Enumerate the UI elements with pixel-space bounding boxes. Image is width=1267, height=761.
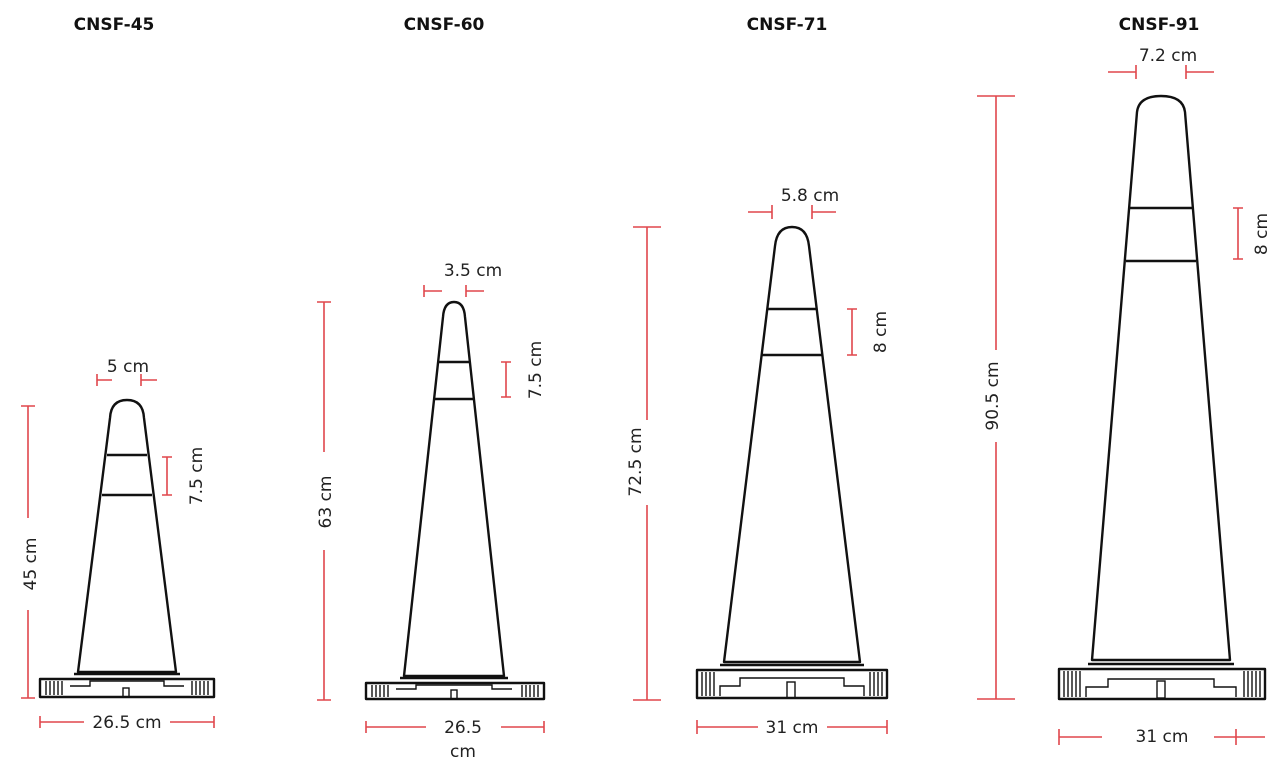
label-top-width-cnsf-71: 5.8 cm bbox=[781, 186, 839, 206]
cone-base-cnsf-91 bbox=[1057, 667, 1267, 701]
label-band-height-cnsf-45: 7.5 cm bbox=[187, 447, 207, 505]
label-top-width-cnsf-91: 7.2 cm bbox=[1139, 46, 1197, 66]
label-band-height-cnsf-60: 7.5 cm bbox=[526, 341, 546, 399]
dim-total-height-cnsf-91 bbox=[977, 95, 1015, 700]
cone-body-cnsf-91 bbox=[1090, 94, 1232, 662]
dim-base-width-cnsf-45 bbox=[39, 716, 215, 728]
dim-band-height-cnsf-71 bbox=[847, 308, 857, 356]
label-total-height-cnsf-71: 72.5 cm bbox=[626, 427, 646, 496]
label-total-height-cnsf-45: 45 cm bbox=[21, 538, 41, 591]
dim-base-width-cnsf-71 bbox=[696, 720, 888, 734]
dim-total-height-cnsf-71 bbox=[633, 226, 661, 701]
cone-cnsf-91: CNSF-91 7.2 cm 8 cm 90.5 cm 31 cm bbox=[977, 15, 1267, 747]
label-total-height-cnsf-60: 63 cm bbox=[316, 476, 336, 529]
label-base-width-cnsf-71: 31 cm bbox=[766, 718, 819, 738]
cone-cnsf-60: CNSF-60 3.5 cm 7.5 cm 63 cm 26.5 cm bbox=[316, 15, 546, 761]
model-title-cnsf-45: CNSF-45 bbox=[74, 15, 155, 35]
dim-band-height-cnsf-91 bbox=[1233, 207, 1243, 260]
cone-body-cnsf-45 bbox=[76, 398, 178, 674]
label-top-width-cnsf-60: 3.5 cm bbox=[444, 261, 502, 281]
label-base-width-cnsf-91: 31 cm bbox=[1136, 727, 1189, 747]
cone-cnsf-71: CNSF-71 5.8 cm 8 cm 72.5 cm 31 cm bbox=[626, 15, 891, 738]
dim-band-height-cnsf-60 bbox=[501, 361, 511, 398]
cone-body-cnsf-60 bbox=[402, 300, 506, 678]
label-top-width-cnsf-45: 5 cm bbox=[107, 357, 149, 377]
dim-top-width-cnsf-71 bbox=[748, 205, 836, 219]
dim-top-width-cnsf-91 bbox=[1108, 65, 1214, 79]
cone-cnsf-45: CNSF-45 5 cm 7.5 cm 45 cm 26.5 cm bbox=[21, 15, 216, 733]
model-title-cnsf-71: CNSF-71 bbox=[747, 15, 828, 35]
label-band-height-cnsf-71: 8 cm bbox=[871, 311, 891, 353]
cone-base-cnsf-71 bbox=[695, 668, 889, 700]
dim-base-width-cnsf-60 bbox=[365, 721, 545, 733]
label-total-height-cnsf-91: 90.5 cm bbox=[983, 361, 1003, 430]
cone-body-cnsf-71 bbox=[722, 225, 862, 664]
label-base-width-cnsf-60-line1: 26.5 bbox=[444, 718, 482, 738]
dim-total-height-cnsf-45 bbox=[21, 405, 35, 699]
dim-base-width-cnsf-91 bbox=[1058, 729, 1265, 745]
model-title-cnsf-91: CNSF-91 bbox=[1119, 15, 1200, 35]
dim-band-height-cnsf-45 bbox=[162, 456, 172, 496]
label-band-height-cnsf-91: 8 cm bbox=[1252, 213, 1267, 255]
dim-total-height-cnsf-60 bbox=[317, 301, 331, 701]
model-title-cnsf-60: CNSF-60 bbox=[404, 15, 485, 35]
label-base-width-cnsf-45: 26.5 cm bbox=[92, 713, 161, 733]
dim-top-width-cnsf-60 bbox=[423, 285, 484, 297]
label-base-width-cnsf-60-line2: cm bbox=[450, 742, 476, 761]
dim-top-width-cnsf-45 bbox=[96, 374, 157, 386]
